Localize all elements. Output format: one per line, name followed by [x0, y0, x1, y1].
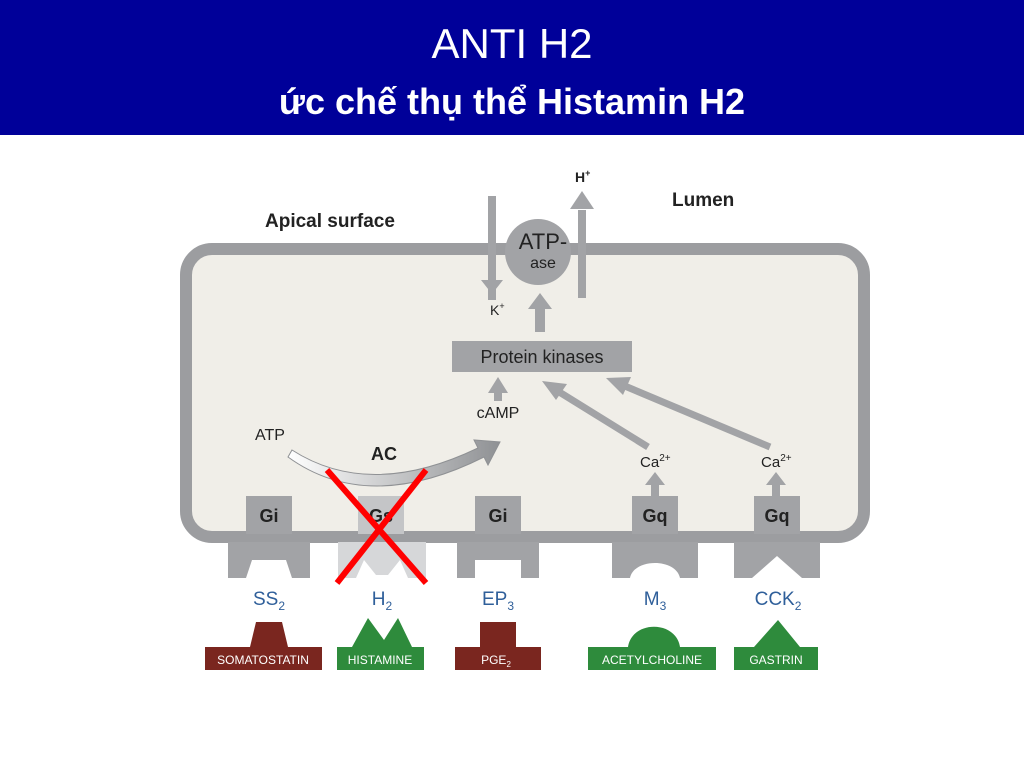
receptor-h2-label: H2	[372, 589, 393, 613]
title-bar: ANTI H2 ức chế thụ thể Histamin H2	[0, 0, 1024, 135]
receptor-ss2-label: SS2	[253, 589, 285, 613]
atp-label: ATP	[255, 427, 285, 444]
k-plus-arrow	[481, 280, 503, 294]
atpase-pump: ATP- ase	[488, 196, 586, 300]
cell-body	[180, 243, 870, 543]
camp-to-kinase-arrow	[488, 377, 508, 401]
ca-2-to-kinase-arrow	[606, 377, 772, 451]
ca-1-arrow	[645, 472, 665, 496]
ligand-acetylcholine-label: ACETYLCHOLINE	[602, 653, 702, 667]
ligand-gastrin: GASTRIN	[734, 620, 818, 670]
ligand-pge2-label: PGE2	[481, 653, 511, 669]
atpase-label-line2: ase	[530, 255, 556, 272]
camp-label: cAMP	[477, 405, 520, 422]
ligand-histamine-label: HISTAMINE	[348, 653, 412, 667]
receptor-cck2-label: CCK2	[755, 589, 802, 613]
h-plus-label: H+	[575, 168, 590, 185]
g-protein-gi-2	[475, 496, 521, 534]
receptor-ep3	[457, 542, 539, 578]
g-protein-gq-1-label: Gq	[643, 506, 668, 526]
g-protein-gi-2-label: Gi	[488, 506, 507, 526]
atpase-label-line1: ATP-	[519, 229, 567, 254]
receptor-ep3-label: EP3	[482, 589, 514, 613]
h2-blocked-cross-icon	[324, 468, 429, 585]
receptor-h2	[338, 542, 426, 578]
ac-label: AC	[371, 444, 397, 464]
ligand-acetylcholine: ACETYLCHOLINE	[588, 626, 716, 670]
slide-title: ANTI H2	[431, 20, 593, 67]
receptor-m3	[612, 542, 698, 578]
ligand-histamine: HISTAMINE	[337, 618, 424, 670]
ligand-gastrin-label: GASTRIN	[749, 653, 802, 667]
kinase-to-pump-arrow	[528, 293, 552, 332]
g-protein-gq-1	[632, 496, 678, 534]
g-protein-gi-1-label: Gi	[259, 506, 278, 526]
k-plus-label: K+	[490, 301, 505, 318]
lumen-label: Lumen	[672, 190, 734, 211]
ligand-somatostatin: SOMATOSTATIN	[205, 622, 322, 670]
ca-2-label: Ca2+	[761, 453, 792, 471]
protein-kinases-box	[452, 341, 632, 372]
g-protein-gi-1	[246, 496, 292, 534]
receptor-ss2	[228, 542, 310, 578]
g-protein-gq-2	[754, 496, 800, 534]
protein-kinases-label: Protein kinases	[480, 347, 603, 367]
slide-subtitle: ức chế thụ thể Histamin H2	[278, 81, 746, 122]
h-plus-arrow	[570, 191, 594, 209]
ca-1-to-kinase-arrow	[542, 381, 650, 450]
receptor-m3-label: M3	[644, 589, 667, 613]
ligand-pge2: PGE2	[455, 622, 541, 670]
apical-surface-label: Apical surface	[265, 211, 395, 232]
receptor-cck2	[734, 542, 820, 578]
g-protein-gq-2-label: Gq	[765, 506, 790, 526]
ca-2-arrow	[766, 472, 786, 496]
ca-1-label: Ca2+	[640, 453, 671, 471]
ligand-somatostatin-label: SOMATOSTATIN	[217, 653, 309, 667]
